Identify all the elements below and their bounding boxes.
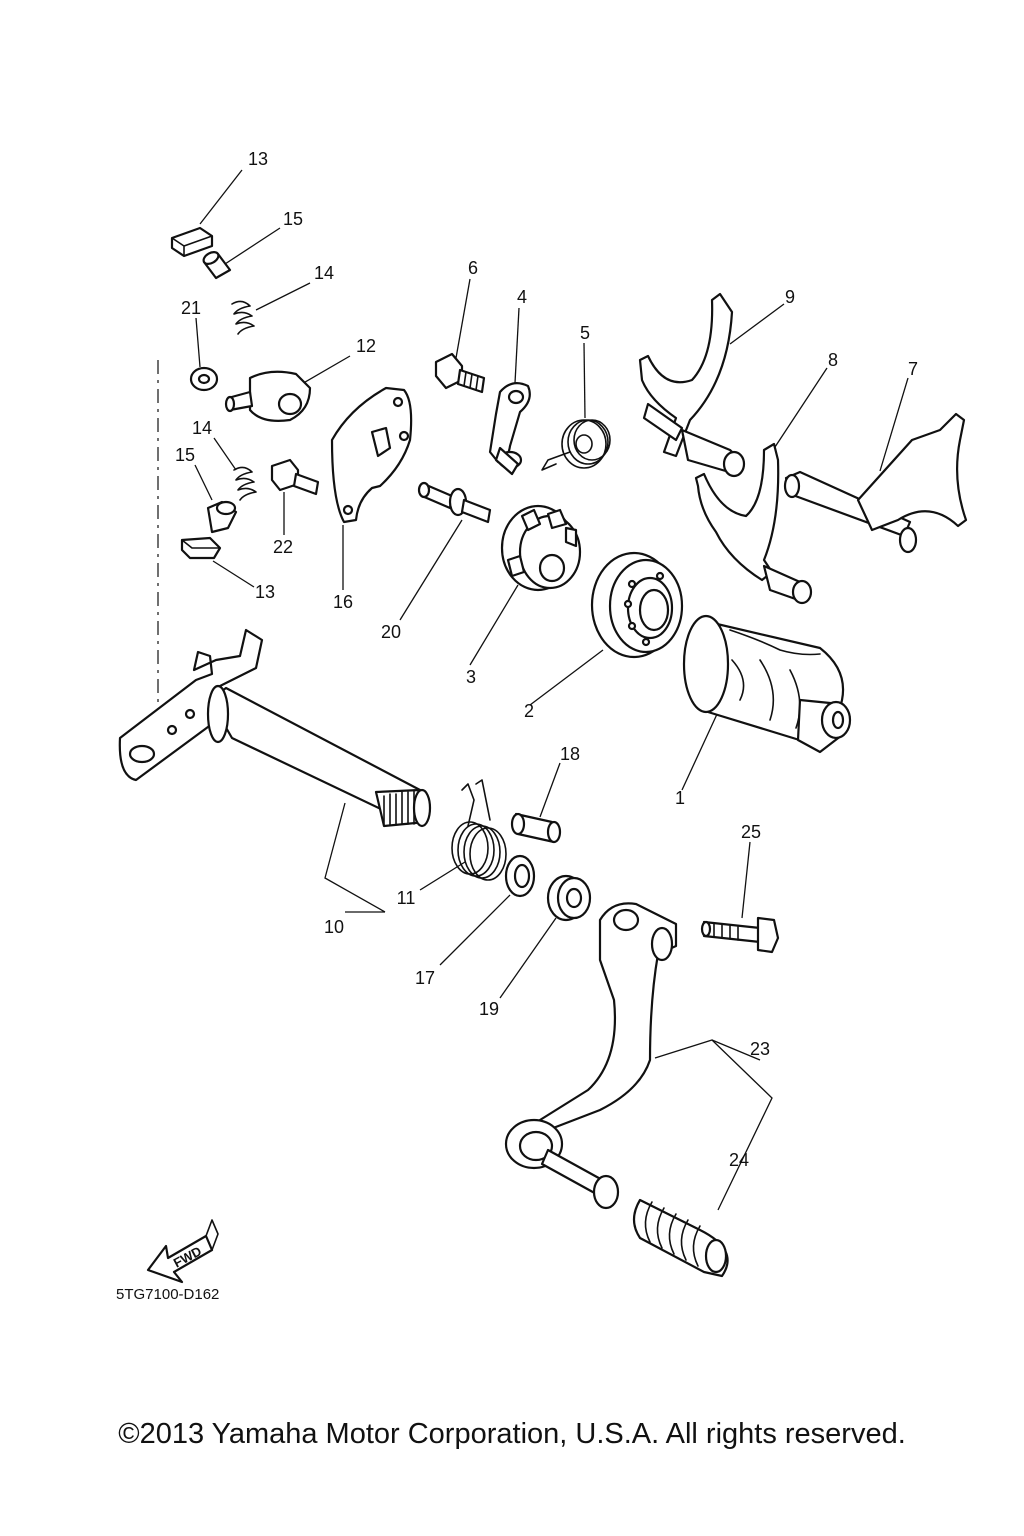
- part-15-pin-upper: [202, 251, 232, 280]
- part-5-torsion-spring: [541, 419, 611, 471]
- part-2-bearing: [590, 551, 684, 659]
- callout-25: 25: [741, 822, 761, 842]
- callout-9: 9: [785, 287, 795, 307]
- part-3-segment: [500, 504, 582, 592]
- part-14-spring-lower: [233, 466, 257, 501]
- part-24-pedal-rubber: [632, 1198, 729, 1278]
- callout-16: 16: [333, 592, 353, 612]
- callout-19: 19: [479, 999, 499, 1019]
- callout-24: 24: [729, 1150, 749, 1170]
- part-22-bolt: [270, 458, 320, 496]
- part-9-shift-fork: [638, 292, 746, 478]
- part-4-stopper-lever: [488, 381, 531, 476]
- part-10-shift-shaft: [118, 628, 432, 828]
- callout-10: 10: [324, 917, 344, 937]
- callout-20: 20: [381, 622, 401, 642]
- callout-17: 17: [415, 968, 435, 988]
- part-18-collar: [510, 812, 562, 844]
- callout-12: 12: [356, 336, 376, 356]
- callout-3: 3: [466, 667, 476, 687]
- part-19-oil-seal: [546, 874, 592, 922]
- part-11-torsion-spring: [451, 779, 507, 881]
- callout-15-lower: 15: [175, 445, 195, 465]
- diagram-code: 5TG7100-D162: [116, 1286, 219, 1303]
- callout-8: 8: [828, 350, 838, 370]
- callout-4: 4: [517, 287, 527, 307]
- callout-21: 21: [181, 298, 201, 318]
- part-17-washer: [504, 854, 536, 898]
- callout-7: 7: [908, 359, 918, 379]
- copyright-notice: ©2013 Yamaha Motor Corporation, U.S.A. A…: [118, 1418, 906, 1450]
- callout-14-lower: 14: [192, 418, 212, 438]
- callout-2: 2: [524, 701, 534, 721]
- part-14-spring-upper: [231, 300, 255, 335]
- callout-22: 22: [273, 537, 293, 557]
- callout-23: 23: [750, 1039, 770, 1059]
- fwd-arrow-icon: FWD: [146, 1219, 219, 1284]
- fwd-label: FWD: [171, 1243, 204, 1270]
- part-23-shift-pedal: [504, 902, 678, 1210]
- callout-labels: 13 15 14 21 12 6 4 5 9 8 7 14 15 22 16 2…: [175, 149, 918, 1170]
- part-6-bolt: [434, 352, 486, 394]
- part-20-pin: [417, 481, 492, 524]
- callout-14-upper: 14: [314, 263, 334, 283]
- part-21-washer: [189, 366, 219, 392]
- callout-13-lower: 13: [255, 582, 275, 602]
- alignment-guide: [150, 360, 159, 766]
- part-13-stopper-upper: [170, 226, 214, 258]
- part-1-shift-drum: [682, 614, 852, 754]
- part-15-pin-lower: [206, 500, 238, 534]
- callout-6: 6: [468, 258, 478, 278]
- callout-1: 1: [675, 788, 685, 808]
- part-13-stopper-lower: [180, 536, 222, 560]
- callout-15-upper: 15: [283, 209, 303, 229]
- part-8-shift-fork: [694, 442, 813, 605]
- callout-5: 5: [580, 323, 590, 343]
- part-12-stopper-lever: [224, 370, 312, 422]
- callout-13-upper: 13: [248, 149, 268, 169]
- part-25-bolt: [700, 916, 780, 954]
- part-7-shift-fork: [783, 412, 968, 554]
- callout-11: 11: [397, 888, 416, 908]
- callout-18: 18: [560, 744, 580, 764]
- leader-lines: [194, 169, 909, 1211]
- part-16-segment-plate: [330, 386, 413, 524]
